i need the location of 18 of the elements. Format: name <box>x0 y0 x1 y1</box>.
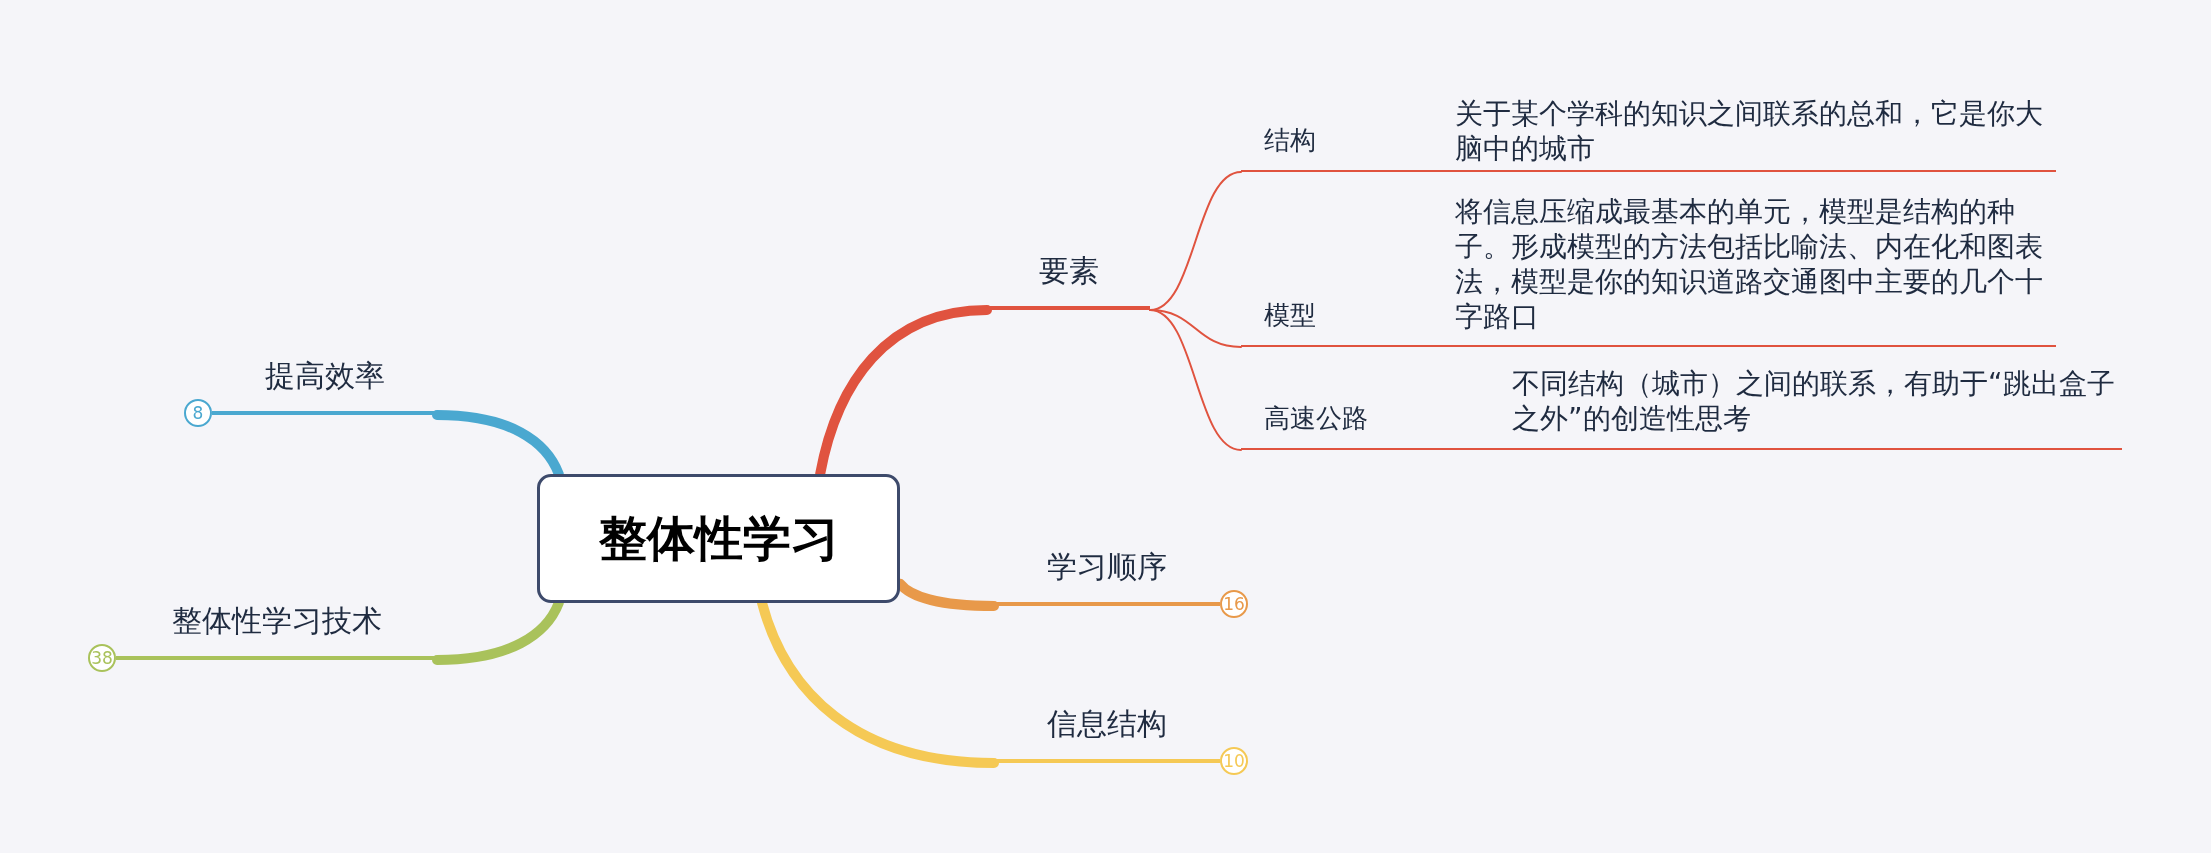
topic-label: 模型 <box>1264 299 1316 332</box>
topic-label: 信息结构 <box>1046 705 1168 743</box>
topic-note: 关于某个学科的知识之间联系的总和，它是你大脑中的城市 <box>1455 96 2044 166</box>
topic-note: 不同结构（城市）之间的联系，有助于“跳出盒子之外”的创造性思考 <box>1512 366 2116 436</box>
topic-label: 整体性学习技术 <box>170 602 383 640</box>
topic-label: 要素 <box>1037 252 1100 290</box>
collapsed-count-badge: 10 <box>1220 747 1248 775</box>
branch-line <box>1149 309 1242 451</box>
topic-label: 提高效率 <box>263 357 386 395</box>
topic-label: 结构 <box>1264 124 1316 157</box>
topic-note: 将信息压缩成最基本的单元，模型是结构的种子。形成模型的方法包括比喻法、内在化和图表法，模型是你的知识道路交通图中主要的几个十字路口 <box>1455 194 2044 334</box>
topic-label: 整体性学习 <box>598 508 839 568</box>
collapsed-count-badge: 8 <box>184 399 212 427</box>
topic-label: 学习顺序 <box>1046 548 1168 586</box>
collapsed-count-badge: 16 <box>1220 590 1248 618</box>
topic-label: 高速公路 <box>1264 402 1368 435</box>
central-topic-box <box>537 474 900 603</box>
collapsed-count-badge: 38 <box>88 644 116 672</box>
